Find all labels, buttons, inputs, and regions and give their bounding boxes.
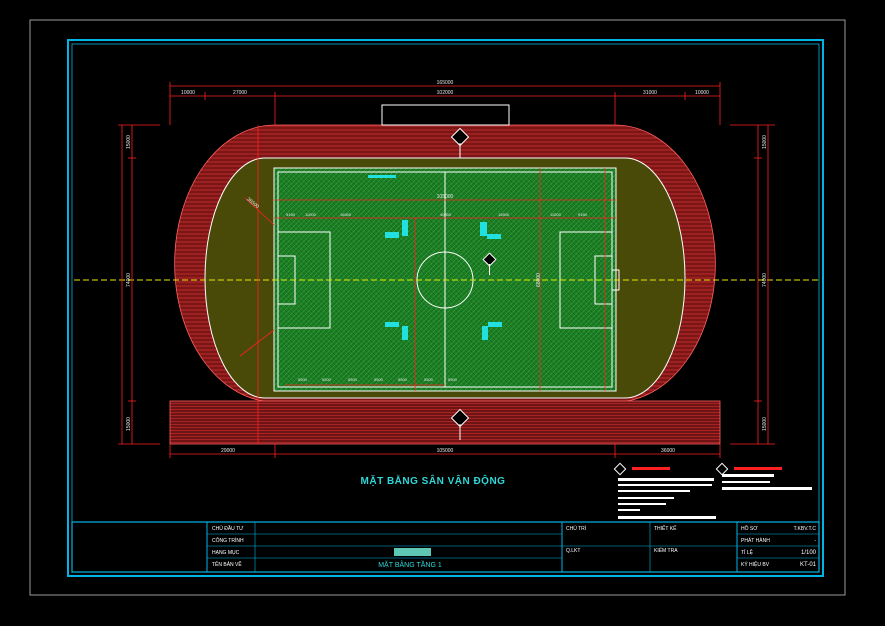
tb-designer-label: THIẾT KẾ: [654, 525, 677, 532]
tb-phase: -: [814, 538, 816, 544]
dim-top-overall: 165000: [437, 80, 454, 86]
tb-phase-label: PHÁT HÀNH: [741, 537, 770, 544]
goal-area-1: 5500: [298, 377, 308, 382]
dim-field-length: 105000: [437, 194, 454, 200]
tb-checker-label: KIỂM TRA: [654, 547, 678, 554]
dim-top-seg-3: 102000: [437, 90, 454, 96]
title-block: CHỦ ĐẦU TƯ CÔNG TRÌNH HẠNG MỤC TÊN BẢN V…: [71, 521, 820, 573]
dim-top-seg-5: 10000: [695, 90, 709, 96]
dim-left-3: 15000: [126, 417, 132, 431]
tb-sheet-no-label: KÝ HIỆU BV: [741, 560, 770, 568]
light-tower-bottom: [450, 408, 470, 440]
tb-owner-label: CHỦ ĐẦU TƯ: [212, 525, 244, 532]
goal-area-5: 5500: [398, 377, 408, 382]
dim-right-1: 15000: [762, 135, 768, 149]
inner-bar-7: 9150: [578, 212, 588, 217]
tb-drawing-name: MẶT BẰNG TẦNG 1: [378, 559, 442, 569]
tb-sheet-no: KT-01: [800, 562, 817, 568]
goal-area-3: 5500: [348, 377, 358, 382]
tb-drawing-name-label: TÊN BẢN VẼ: [212, 560, 242, 568]
internal-dimensions: [239, 168, 616, 391]
dim-bottom-seg-1: 29000: [221, 448, 235, 454]
goal-area-7: 5500: [448, 377, 458, 382]
dim-top-seg-1: 10000: [181, 90, 195, 96]
goal-area-2: 5500: [322, 377, 332, 382]
legend-notes: [613, 462, 812, 519]
dim-bottom-seg-2: 105000: [437, 448, 454, 454]
inner-bar-6: 11000: [550, 212, 562, 217]
inner-bar-4: 40300: [440, 212, 452, 217]
grandstand-bottom: [169, 400, 721, 445]
tb-qa-label: Q.LKT: [566, 548, 580, 554]
inner-bar-1: 9150: [286, 212, 296, 217]
dim-field-width: 68000: [536, 273, 542, 287]
inner-bar-5: 16500: [498, 212, 510, 217]
dim-top-seg-2: 27000: [233, 90, 247, 96]
center-marker: [482, 252, 497, 275]
drawing-frame: [67, 39, 824, 577]
tb-item-highlight: [394, 548, 431, 556]
light-tower-top: [450, 127, 470, 158]
inner-bar-3: 16500: [340, 212, 352, 217]
dimension-lines: [118, 82, 775, 458]
dim-left-1: 15000: [126, 135, 132, 149]
sheet-border: [29, 19, 846, 596]
field-tags: [368, 175, 502, 340]
tb-file-no: T.KBV.T.C: [794, 526, 817, 532]
drawing-title: MẶT BẰNG SÂN VẬN ĐỘNG: [361, 474, 506, 487]
dim-top-seg-4: 31000: [643, 90, 657, 96]
tb-item-label: HẠNG MỤC: [212, 550, 240, 556]
dim-right-3: 15000: [762, 417, 768, 431]
tb-project-label: CÔNG TRÌNH: [212, 537, 244, 544]
dim-left-2: 74000: [126, 273, 132, 287]
tb-scale: 1/100: [801, 550, 817, 556]
tb-scale-label: TỈ LỆ: [741, 548, 754, 556]
inner-bar-2: 11000: [305, 212, 317, 217]
dim-right-2: 74000: [762, 273, 768, 287]
top-building: [381, 104, 510, 126]
goal-area-4: 5500: [374, 377, 384, 382]
tb-chairman-label: CHỦ TRÌ: [566, 525, 587, 532]
goal-area-6: 5500: [424, 377, 434, 382]
dim-bottom-seg-3: 36000: [661, 448, 675, 454]
tb-file-no-label: HỒ SƠ: [741, 525, 758, 532]
